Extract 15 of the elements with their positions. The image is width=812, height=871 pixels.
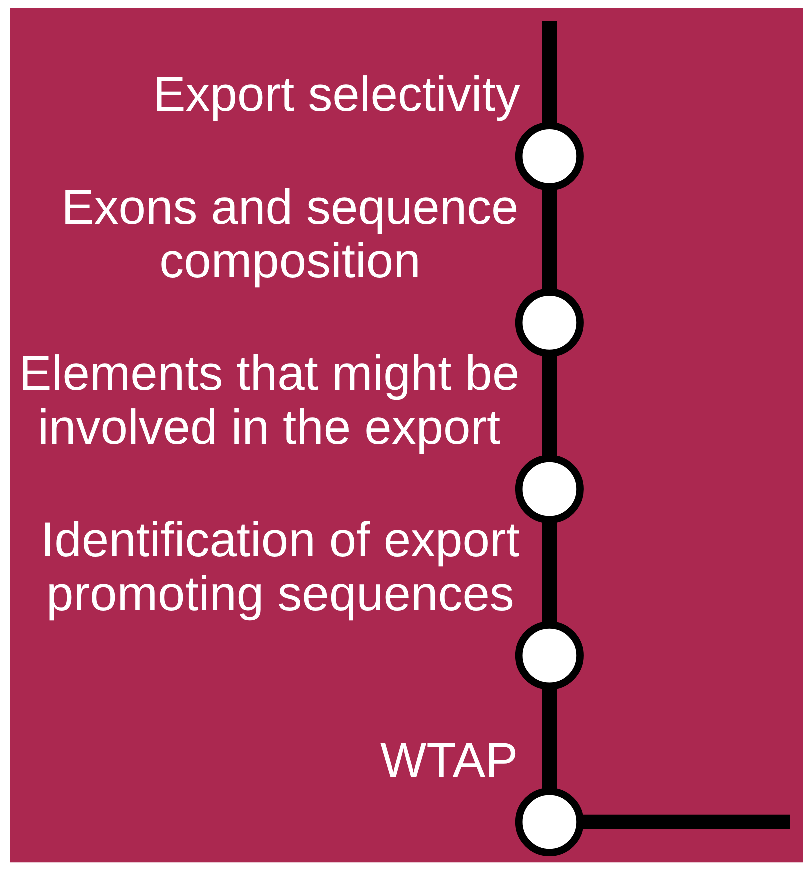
connector (542, 687, 557, 792)
node-label: Export selectivity (152, 68, 520, 122)
node-label: WTAP (380, 734, 518, 788)
node-circle (514, 622, 584, 690)
node-label: Identification of export promoting sequences (40, 514, 520, 622)
connector (542, 520, 557, 625)
node-label: Exons and sequence composition (61, 180, 518, 289)
connector (542, 188, 557, 292)
connector (542, 354, 557, 458)
node-circle (514, 122, 584, 191)
connector (542, 21, 557, 126)
node-circle (514, 788, 584, 856)
node-circle (514, 455, 584, 524)
connector (580, 814, 790, 830)
node-label: Elements that might be involved in the export (18, 347, 520, 456)
